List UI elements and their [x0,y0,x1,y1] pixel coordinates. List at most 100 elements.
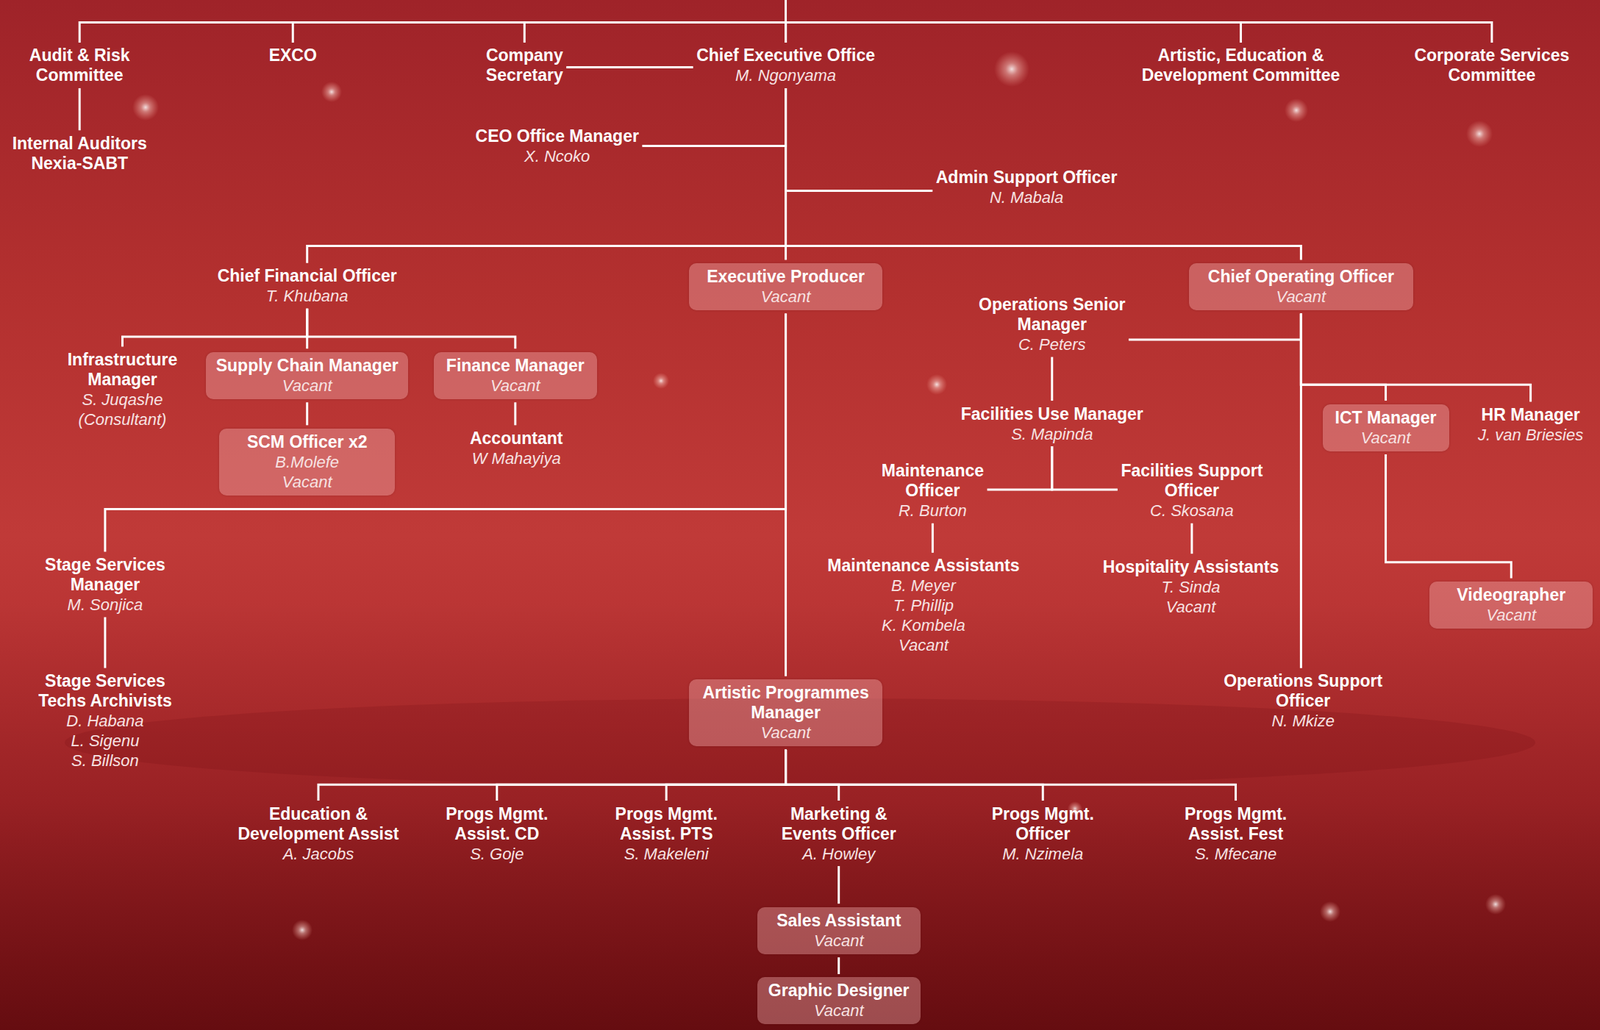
connector [988,447,1053,491]
connector [307,309,516,348]
vacancy-box: Sales AssistantVacant [757,907,921,955]
connector [1050,358,1053,400]
holder-name: S. Mapinda [950,424,1155,445]
connector [786,750,1044,800]
position-title: Facilities Use Manager [950,404,1155,425]
position-block: Infrastructure ManagerS. Juqashe (Consul… [58,350,187,430]
position-title: ICT Manager [1328,408,1444,428]
position-block: Audit & Risk Committee [13,45,146,86]
holder-name: M. Nzimela [983,844,1102,864]
position-title: Marketing & Events Officer [769,804,908,845]
position-title: Facilities Support Officer [1115,461,1269,501]
position-title: CEO Office Manager [460,126,655,147]
position-title: Chief Financial Officer [200,266,414,287]
holder-name: N. Mkize [1213,711,1393,731]
position-title: Maintenance Officer [874,461,992,501]
position-block: Stage Services Techs ArchivistsD. Habana… [28,671,182,771]
connector [786,88,1302,259]
connector [786,88,932,191]
connector [1300,314,1386,400]
position-block: Progs Mgmt. Assist. CDS. Goje [438,804,556,864]
position-title: Maintenance Assistants [816,555,1031,576]
position-title: Operations Support Officer [1213,671,1393,712]
vacancy-box: Chief Operating OfficerVacant [1188,263,1414,311]
holder-name: N. Mabala [919,187,1134,208]
holder-name: D. Habana [28,711,182,731]
ceiling-light [321,81,342,103]
connector [837,958,840,974]
holder-name: Vacant [1194,286,1408,307]
holder-name: K. Kombela [816,615,1031,636]
holder-name: Vacant [1094,597,1289,617]
position-block: Operations Support OfficerN. Mkize [1213,671,1393,731]
connector [1052,447,1117,491]
connector [497,750,787,800]
connector [567,66,692,69]
connector [837,867,840,903]
connector [1300,314,1531,401]
connector [79,22,786,42]
position-title: Company Secretary [473,45,576,86]
position-block: Operations Senior ManagerC. Peters [965,294,1139,355]
holder-name: T. Phillip [816,595,1031,616]
position-title: Stage Services Manager [33,555,177,595]
position-block: Progs Mgmt. Assist. FestS. Mfecane [1177,804,1295,864]
connector [931,524,934,552]
position-title: Audit & Risk Committee [13,45,146,86]
holder-name: S. Makeleni [607,844,725,864]
position-title: Progs Mgmt. Officer [983,804,1102,845]
seat-shade [0,602,1600,1030]
holder-name: Vacant [763,1000,915,1021]
position-title: Corporate Services Committee [1400,45,1584,86]
ceiling-light [1466,120,1493,148]
position-block: EXCO [252,45,334,66]
holder-name: B.Molefe [225,452,389,473]
position-title: Finance Manager [439,355,592,376]
holder-name: C. Peters [965,334,1139,355]
position-title: Admin Support Officer [919,167,1134,188]
holder-name: S. Billson [28,750,182,771]
vacancy-box: Supply Chain ManagerVacant [205,352,409,400]
ceiling-light [994,51,1030,87]
holder-name: X. Ncoko [460,146,655,167]
vacancy-box: Graphic DesignerVacant [757,977,921,1025]
position-title: Sales Assistant [763,911,915,931]
holder-name: A. Howley [769,844,908,864]
ceiling-light [652,372,670,389]
ceiling-light [1284,98,1309,123]
holder-name: A. Jacobs [229,844,409,864]
position-block: Stage Services ManagerM. Sonjica [33,555,177,615]
holder-name: J. van Briesies [1469,425,1592,445]
position-title: Education & Development Assist [229,804,409,845]
position-title: Operations Senior Manager [965,294,1139,335]
position-block: Maintenance AssistantsB. MeyerT. Phillip… [816,555,1031,656]
holder-name: Vacant [211,375,403,396]
position-title: Progs Mgmt. Assist. CD [438,804,556,845]
position-title: Progs Mgmt. Assist. PTS [607,804,725,845]
position-block: HR ManagerJ. van Briesies [1469,405,1592,445]
board-trunk [784,0,787,23]
holder-name: T. Khubana [200,286,414,306]
vacancy-box: SCM Officer x2B.MolefeVacant [219,428,395,496]
connector [1300,314,1303,667]
connector [786,22,1492,42]
position-title: SCM Officer x2 [225,432,389,453]
position-title: Chief Operating Officer [1194,266,1408,287]
connector [307,88,787,262]
position-block: Progs Mgmt. Assist. PTSS. Makeleni [607,804,725,864]
vacancy-box: Artistic Programmes ManagerVacant [688,679,884,747]
stage-light [1485,894,1506,915]
position-block: Artistic, Education & Development Commit… [1123,45,1359,86]
position-title: Artistic, Education & Development Commit… [1123,45,1359,86]
position-title: Stage Services Techs Archivists [28,671,182,712]
position-title: Internal Auditors Nexia-SABT [0,133,162,174]
holder-name: M. Ngonyama [675,65,895,86]
connector [1190,524,1193,553]
connector [666,750,786,800]
ceiling-light [132,94,159,121]
holder-name: Vacant [439,375,592,396]
position-title: Hospitality Assistants [1094,557,1289,578]
